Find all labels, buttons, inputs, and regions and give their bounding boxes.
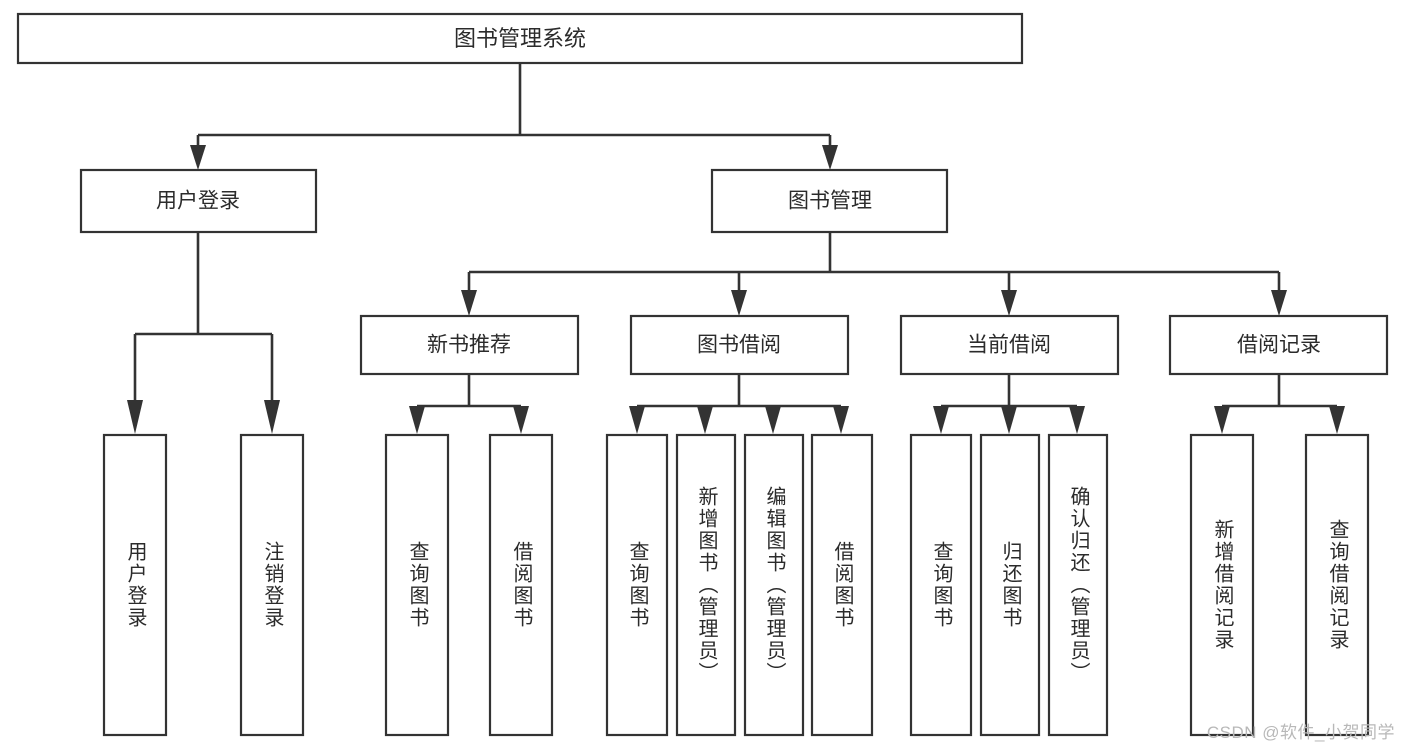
node-leaf-edit-book[interactable] [743, 433, 805, 737]
node-user-login[interactable]: 用户登录 [79, 168, 318, 234]
node-leaf-return-book[interactable] [979, 433, 1041, 737]
node-book-borrow-box[interactable] [629, 314, 850, 376]
node-leaf-query-book-3-box[interactable] [909, 433, 973, 737]
node-leaf-add-book-box[interactable] [675, 433, 737, 737]
node-borrow-record-label: 借阅记录 [1237, 334, 1321, 357]
node-user-login-box[interactable] [79, 168, 318, 234]
arrow-to-book-borrow [731, 290, 747, 316]
node-book-manage[interactable]: 图书管理 [710, 168, 949, 234]
node-leaf-user-login-box[interactable] [102, 433, 168, 737]
arrow-to-book-manage [822, 145, 838, 170]
node-leaf-query-book-1-box[interactable] [384, 433, 450, 737]
arrow-to-current-borrow [1001, 290, 1017, 316]
node-current-borrow-label: 当前借阅 [967, 334, 1051, 357]
arrow-to-leaf-edit-book [765, 406, 781, 434]
node-leaf-query-book-1[interactable] [384, 433, 450, 737]
connector-layer [127, 63, 1345, 434]
node-leaf-borrow-book-2-box[interactable] [810, 433, 874, 737]
arrow-to-leaf-query-record [1329, 406, 1345, 434]
arrow-to-leaf-query-book-3 [933, 406, 949, 434]
node-leaf-query-book-3[interactable] [909, 433, 973, 737]
node-leaf-query-book-2[interactable] [605, 433, 669, 737]
node-leaf-confirm-return[interactable] [1047, 433, 1109, 737]
node-book-borrow[interactable]: 图书借阅 [629, 314, 850, 376]
node-leaf-borrow-book-2[interactable] [810, 433, 874, 737]
arrow-to-leaf-confirm-return [1069, 406, 1085, 434]
arrow-to-new-book-rec [461, 290, 477, 316]
node-current-borrow-box[interactable] [899, 314, 1120, 376]
node-leaf-query-record-box[interactable] [1304, 433, 1370, 737]
node-leaf-edit-book-box[interactable] [743, 433, 805, 737]
node-leaf-confirm-return-box[interactable] [1047, 433, 1109, 737]
arrow-to-leaf-query-book-1 [409, 406, 425, 434]
node-new-book-rec-box[interactable] [359, 314, 580, 376]
node-new-book-rec[interactable]: 新书推荐 [359, 314, 580, 376]
node-book-manage-box[interactable] [710, 168, 949, 234]
node-book-manage-label: 图书管理 [788, 190, 872, 213]
node-leaf-add-book[interactable] [675, 433, 737, 737]
arrow-to-leaf-logout [264, 400, 280, 434]
node-leaf-query-record[interactable] [1304, 433, 1370, 737]
arrow-to-leaf-user-login [127, 400, 143, 434]
node-borrow-record-box[interactable] [1168, 314, 1389, 376]
node-leaf-query-book-2-box[interactable] [605, 433, 669, 737]
arrow-to-leaf-add-record [1214, 406, 1230, 434]
node-leaf-add-record-box[interactable] [1189, 433, 1255, 737]
arrow-to-borrow-record [1271, 290, 1287, 316]
arrow-to-leaf-return-book [1001, 406, 1017, 434]
arrow-to-leaf-borrow-book-1 [513, 406, 529, 434]
arrow-to-user-login [190, 145, 206, 170]
node-root-box[interactable] [16, 12, 1024, 65]
csdn-watermark: CSDN @软件_小贺同学 [1206, 723, 1395, 742]
node-new-book-rec-label: 新书推荐 [427, 334, 511, 357]
node-leaf-user-login[interactable] [102, 433, 168, 737]
arrow-to-leaf-add-book [697, 406, 713, 434]
arrow-to-leaf-query-book-2 [629, 406, 645, 434]
node-leaf-borrow-book-1[interactable] [488, 433, 554, 737]
node-root-label: 图书管理系统 [454, 26, 586, 51]
node-current-borrow[interactable]: 当前借阅 [899, 314, 1120, 376]
node-leaf-return-book-box[interactable] [979, 433, 1041, 737]
node-leaf-logout-box[interactable] [239, 433, 305, 737]
node-root[interactable]: 图书管理系统 [16, 12, 1024, 65]
arrow-to-leaf-borrow-book-2 [833, 406, 849, 434]
node-borrow-record[interactable]: 借阅记录 [1168, 314, 1389, 376]
node-leaf-logout[interactable] [239, 433, 305, 737]
node-leaf-borrow-book-1-box[interactable] [488, 433, 554, 737]
node-leaf-add-record[interactable] [1189, 433, 1255, 737]
node-book-borrow-label: 图书借阅 [697, 334, 781, 357]
node-user-login-label: 用户登录 [156, 190, 240, 213]
